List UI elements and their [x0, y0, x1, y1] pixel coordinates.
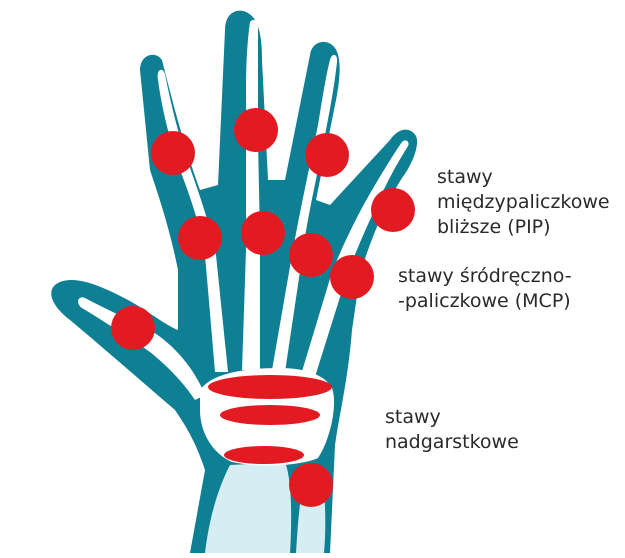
thumb-joint	[111, 306, 155, 350]
carpal-joints-label: stawy nadgarstkowe	[385, 405, 519, 455]
pip-joints-label: stawy międzypaliczkowe bliższe (PIP)	[437, 165, 610, 240]
mcp-label-line1: stawy śródręczno-	[398, 264, 572, 289]
mcp-joints-label: stawy śródręczno- -paliczkowe (MCP)	[398, 264, 572, 314]
carpal-label-line1: stawy	[385, 405, 519, 430]
mcp-label-line2: -paliczkowe (MCP)	[398, 289, 572, 314]
carpal-joint-lower	[224, 446, 304, 464]
pip-label-line2: międzypaliczkowe	[437, 190, 610, 215]
carpal-joint-middle	[220, 405, 320, 425]
pip-label-line1: stawy	[437, 165, 610, 190]
wrist-joint-ulnar	[289, 463, 333, 507]
carpal-joint-upper	[208, 375, 332, 399]
pip-joint-little	[371, 188, 415, 232]
pip-joint-index	[151, 131, 195, 175]
mcp-joint-index	[178, 216, 222, 260]
carpal-label-line2: nadgarstkowe	[385, 430, 519, 455]
pip-label-line3: bliższe (PIP)	[437, 215, 610, 240]
mcp-joint-ring	[289, 233, 333, 277]
mcp-joint-middle	[241, 211, 285, 255]
pip-joint-ring	[305, 133, 349, 177]
pip-joint-middle	[234, 108, 278, 152]
mcp-joint-little	[330, 255, 374, 299]
